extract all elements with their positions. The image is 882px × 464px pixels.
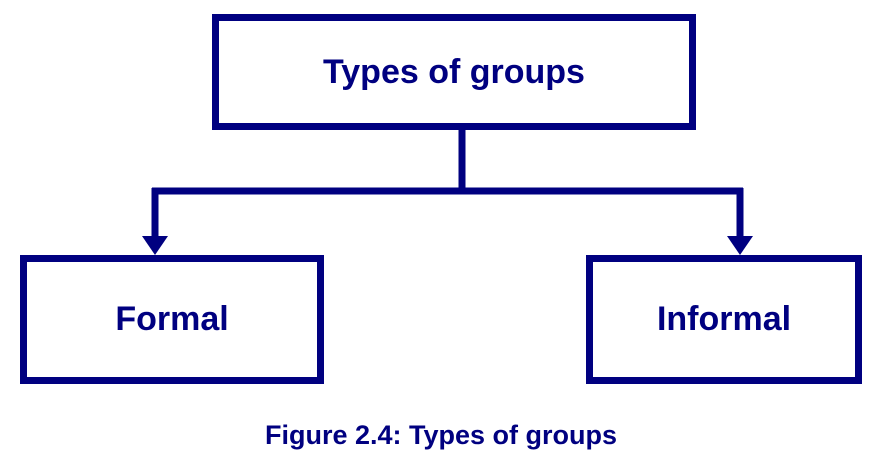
root-node-label: Types of groups (323, 52, 585, 91)
arrowhead-right (727, 236, 753, 255)
child-node-formal-label: Formal (115, 300, 229, 338)
arrowhead-left (142, 236, 168, 255)
figure-caption: Figure 2.4: Types of groups (264, 420, 618, 450)
child-node-informal-label: Informal (656, 300, 792, 338)
root-node-box: Types of groups (212, 14, 696, 130)
child-node-formal-box: Formal (20, 255, 324, 384)
child-node-informal-box: Informal (586, 255, 862, 384)
